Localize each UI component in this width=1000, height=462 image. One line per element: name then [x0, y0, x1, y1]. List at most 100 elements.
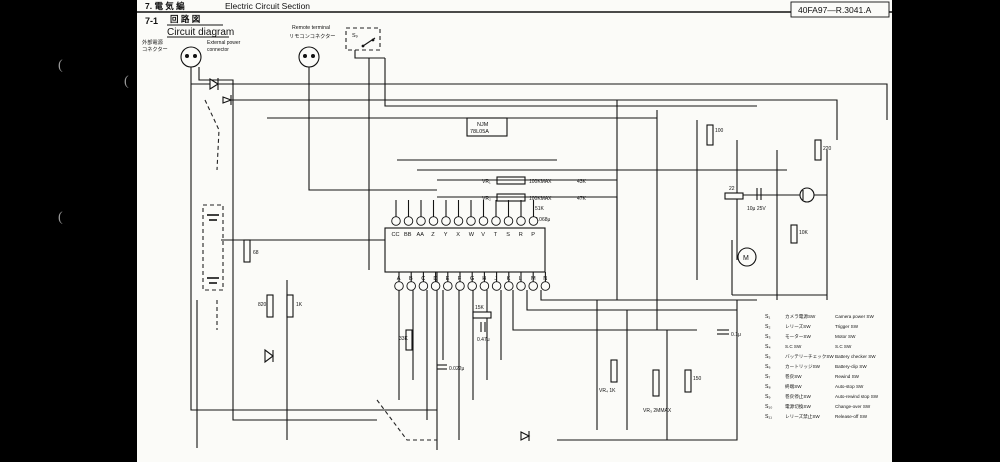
schematic-page: 7. 電 気 編 Electric Circuit Section 40FA97…: [137, 0, 892, 462]
diode-d17: [520, 431, 531, 441]
ic-bottom-pin: [430, 281, 441, 291]
legend-label-en: Battery-clip SW: [835, 364, 867, 369]
ic-bottom-pin: [491, 281, 502, 291]
svg-text:S₉: S₉: [352, 33, 358, 39]
legend-label-en: Camera power SW: [835, 314, 874, 319]
legend-symbol: S₈: [765, 384, 771, 390]
ic-top-pin-label: T: [494, 232, 498, 238]
legend-symbol: S₄: [765, 344, 771, 350]
legend-symbol: S₃: [765, 334, 771, 340]
ic-bottom-pin: [443, 281, 453, 291]
transistor-right: [799, 187, 815, 203]
vr3: VR₃ 2MMAX: [643, 369, 672, 414]
svg-text:33K: 33K: [399, 336, 409, 342]
legend-symbol: S₁₁: [765, 414, 772, 420]
margin-mark: (: [58, 58, 63, 73]
svg-text:100: 100: [715, 128, 724, 134]
resistor-r-68: 68: [243, 239, 259, 263]
ic-top-pin: [453, 216, 464, 226]
legend-label-jp: カートリッジSW: [785, 364, 821, 370]
resistor-r-1k: 1K: [286, 294, 303, 318]
ic-top-pin: [441, 216, 451, 226]
ic-top-pin: [491, 216, 501, 226]
svg-text:100KMAX: 100KMAX: [529, 196, 552, 202]
resistor-22: 22: [724, 186, 744, 200]
remote-connector: [298, 46, 320, 68]
resistor-220-right: 220: [814, 139, 832, 161]
circuit-diagram: 7. 電 気 編 Electric Circuit Section 40FA97…: [137, 1, 892, 450]
legend-symbol: S₁₀: [765, 404, 772, 410]
svg-text:VR₄ 1K: VR₄ 1K: [599, 388, 616, 394]
legend-symbol: S₉: [765, 394, 771, 400]
section-title-jp: 7. 電 気 編: [145, 1, 185, 11]
legend-symbol: S₆: [765, 364, 771, 370]
ic-top-pin: [428, 216, 439, 226]
legend-label-en: Rewind SW: [835, 374, 860, 379]
ic-bottom-pin: [455, 281, 465, 291]
figure-title-jp: 回 路 図: [170, 14, 200, 24]
ic-bottom-pin: [516, 281, 526, 291]
legend-label-en: Battery checker SW: [835, 354, 876, 359]
svg-text:820: 820: [258, 302, 267, 308]
legend-label-en: Auto-stop SW: [835, 384, 864, 389]
ic-top-pin: [416, 216, 426, 226]
legend-label-en: S.C SW: [835, 344, 852, 349]
ic-top-pin-label: AA: [417, 232, 425, 238]
regulator-ic: NJM 78L05A: [466, 117, 508, 137]
ic-bottom-pin: [406, 281, 416, 291]
ic-top-pin: [516, 216, 526, 226]
legend-label-en: Trigger SW: [835, 324, 859, 329]
battery-pack: [202, 204, 224, 291]
svg-text:NJM: NJM: [477, 122, 489, 128]
main-ic: [384, 227, 546, 273]
legend-label-jp: レリーズSW: [785, 323, 811, 330]
svg-text:VR₃ 2MMAX: VR₃ 2MMAX: [643, 408, 672, 414]
legend-label-en: Motor SW: [835, 334, 856, 339]
svg-text:connector: connector: [207, 47, 229, 53]
ic-bottom-pin: [479, 281, 490, 291]
svg-text:コネクター: コネクター: [142, 45, 168, 53]
legend-label-jp: 巻戻停止SW: [785, 393, 811, 400]
ic-top-pin: [403, 216, 414, 226]
legend-symbol: S₂: [765, 324, 770, 330]
legend-label-en: Auto-rewind stop SW: [835, 394, 879, 399]
resistor-15k-mid: 15K: [472, 305, 492, 319]
motor: M: [737, 247, 757, 267]
legend-label-jp: カメラ電源SW: [785, 313, 816, 320]
margin-mark: (: [58, 210, 63, 225]
svg-text:10K: 10K: [799, 230, 809, 236]
ic-top-pin-label: Z: [431, 232, 435, 238]
doc-code-box: [790, 1, 890, 18]
resistor-51k: 51K: [535, 206, 545, 212]
legend-label-jp: S.C SW: [785, 344, 802, 349]
ic-top-pin-label: CC: [392, 232, 400, 238]
legend-label-en: Change-over SW: [835, 404, 871, 409]
legend-label-jp: バッテリーチェックSW: [785, 354, 834, 360]
vr2: VR₂ 100KMAX: [482, 193, 552, 202]
s9-switch-box: [345, 27, 381, 51]
ic-top-pin-label: W: [469, 232, 475, 238]
resistor-43k: 43K: [577, 179, 587, 185]
section-title-en: Electric Circuit Section: [225, 1, 310, 11]
legend-label-jp: 巻戻SW: [785, 373, 802, 380]
resistor-r-820: 820: [258, 294, 274, 318]
ic-top-pin: [391, 216, 401, 226]
svg-text:0.47μ: 0.47μ: [477, 337, 490, 343]
ic-top-pin: [503, 216, 514, 226]
figure-number: 7-1: [145, 16, 158, 26]
external-power-connector: [180, 46, 202, 68]
ic-bottom-pin: [528, 281, 538, 291]
ic-top-pin-label: X: [456, 232, 460, 238]
svg-text:0.022μ: 0.022μ: [449, 366, 465, 372]
switch-s1-linkage: [204, 99, 220, 330]
cap-0068: 0.068μ: [535, 217, 551, 223]
legend-label-jp: 電源切換SW: [785, 403, 811, 410]
vr1: VR₁ 100KMAX: [482, 176, 552, 185]
ic-top-pin-label: V: [481, 232, 485, 238]
resistor-10k-right: 10K: [790, 224, 809, 244]
margin-mark: (: [124, 74, 129, 89]
svg-text:220: 220: [823, 146, 832, 152]
ic-bottom-pin: [540, 281, 551, 291]
svg-text:100KMAX: 100KMAX: [529, 179, 552, 185]
svg-text:78L05A: 78L05A: [470, 129, 489, 135]
